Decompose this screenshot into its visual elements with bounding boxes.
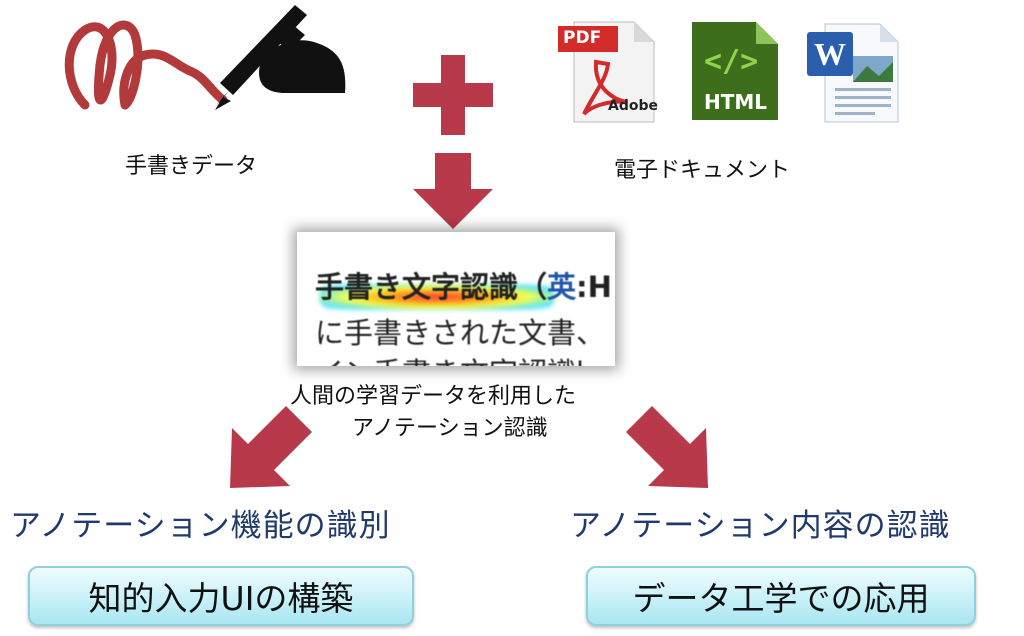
arrow-down-right [626,406,708,488]
plus-icon [413,55,493,135]
annotation-heatmap [319,284,555,310]
html-text: HTML [704,90,768,114]
screenshot-line-1: 手書き文字認識（英:H [315,270,612,304]
right-output-heading: アノテーション内容の認識 [570,508,951,544]
pdf-icon: PDF Adobe [556,20,658,124]
recognition-caption-line-2: アノテーション認識 [352,416,548,441]
right-output-box: データ工学での応用 [586,566,976,626]
adobe-text: Adobe [608,98,658,114]
screenshot-line-2: に手書きされた文書、 [315,316,606,350]
handwriting-label: 手書きデータ [125,154,258,179]
handwriting-illustration [64,5,346,110]
word-doc-icon: W [805,22,900,124]
word-letter: W [814,36,846,72]
html-file-icon: </> HTML [690,20,780,122]
down-arrow [413,153,493,229]
left-output-heading: アノテーション機能の識別 [10,508,391,544]
left-output-box: 知的入力UIの構築 [28,566,414,626]
pen-hand-icon [215,5,346,110]
code-glyph: </> [704,44,759,79]
annotated-text-screenshot: 手書き文字認識（英:H に手書きされた文書、 イン手書き文字認識l [297,232,615,366]
arrow-down-left [230,406,312,488]
recognition-caption-line-1: 人間の学習データを利用した [290,384,577,409]
screenshot-line-3: イン手書き文字認識l [315,350,584,366]
documents-label: 電子ドキュメント [614,158,791,183]
scribble-stroke [64,20,228,110]
pdf-badge-text: PDF [563,28,602,48]
